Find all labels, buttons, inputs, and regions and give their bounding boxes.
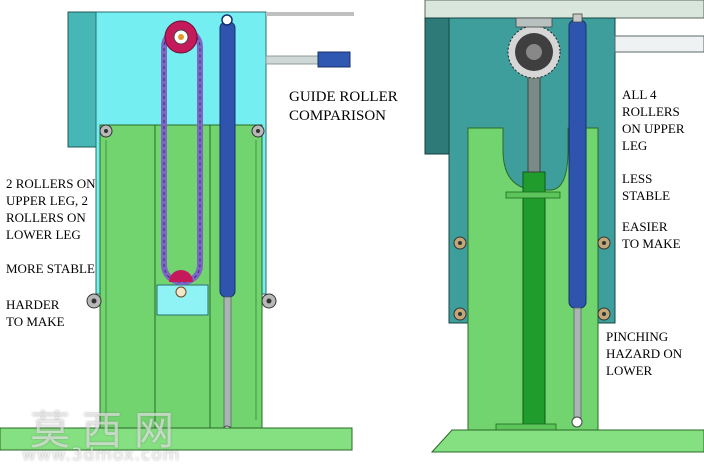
left-horizontal-rod: [265, 55, 321, 65]
right-hazard-label: PINCHING HAZARD ON LOWER: [606, 329, 683, 378]
right-top-cap: [424, 0, 704, 19]
right-top-rail: [614, 35, 704, 53]
watermark-url: www.3dmox.com: [22, 445, 181, 465]
left-assembly: [0, 11, 354, 451]
left-bottom-sprocket: [169, 270, 193, 282]
right-roller-lower-right: [597, 307, 611, 321]
right-ease-label: EASIER TO MAKE: [622, 219, 681, 251]
left-con-label: HARDER TO MAKE: [6, 297, 65, 329]
right-cylinder: [568, 19, 587, 309]
left-roller-upper-left: [99, 124, 113, 138]
right-roller-upper-right: [597, 236, 611, 250]
left-base-plate: [0, 427, 353, 451]
right-cylinder-rod: [573, 307, 582, 419]
right-pro-label: LESS STABLE: [622, 171, 671, 203]
left-roller-lower-left: [86, 293, 102, 309]
left-side-plate: [67, 11, 99, 148]
right-lead-screw: [522, 171, 546, 429]
left-cylinder: [219, 21, 236, 298]
left-pro-label: MORE STABLE: [6, 261, 95, 276]
left-config-label: 2 ROLLERS ON UPPER LEG, 2 ROLLERS ON LOW…: [6, 176, 96, 242]
right-assembly: [424, 0, 704, 453]
left-rod-end: [317, 51, 351, 68]
left-roller-lower-right: [261, 293, 277, 309]
right-base-plate: [430, 429, 704, 453]
right-roller-lower-left: [453, 307, 467, 321]
right-roller-upper-left: [453, 236, 467, 250]
right-config-label: ALL 4 ROLLERS ON UPPER LEG: [622, 87, 685, 153]
right-side-plate: [424, 17, 452, 155]
left-roller-upper-right: [251, 124, 265, 138]
diagram-title: GUIDE ROLLER COMPARISON: [289, 89, 398, 124]
left-cylinder-rod: [223, 296, 232, 428]
left-top-bar: [266, 12, 354, 16]
watermark-chinese: 莫西网: [30, 408, 186, 454]
